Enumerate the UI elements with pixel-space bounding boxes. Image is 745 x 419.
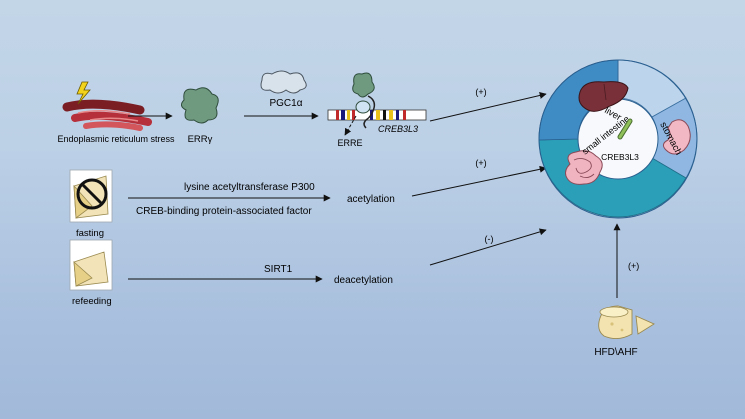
acetylation-effect-sign: (+) bbox=[475, 158, 486, 168]
p300-label: lysine acetyltransferase P300 bbox=[184, 182, 315, 193]
sirt1-label: SIRT1 bbox=[264, 264, 293, 275]
erry-protein-icon bbox=[180, 87, 219, 124]
center-label: CREB3L3 bbox=[601, 152, 639, 162]
creb3l3-gene-label: CREB3L3 bbox=[378, 124, 418, 134]
hfd-cheese-icon bbox=[598, 305, 655, 339]
refeeding-label: refeeding bbox=[72, 296, 112, 307]
stomach-icon bbox=[662, 119, 691, 155]
er-stress-label: Endoplasmic reticulum stress bbox=[57, 134, 175, 144]
fasting-label: fasting bbox=[76, 228, 104, 239]
deacetylation-effect-sign: (-) bbox=[485, 234, 494, 244]
arrow-acetylation-to-ring bbox=[411, 165, 547, 197]
fasting-panel bbox=[69, 169, 113, 223]
creb3l3-gene-icon bbox=[327, 109, 427, 121]
gene-effect-sign: (+) bbox=[475, 87, 486, 97]
small-intestine-icon bbox=[565, 150, 603, 185]
deacetylation-label: deacetylation bbox=[334, 275, 393, 286]
transcription-factor-icon bbox=[352, 72, 376, 129]
arrow-gene-to-ring bbox=[429, 92, 547, 122]
hfd-effect-sign: (+) bbox=[628, 261, 639, 271]
erre-label: ERRE bbox=[337, 138, 362, 148]
arrow-deacetylation-to-ring bbox=[429, 228, 547, 266]
creb3l3-protein-icon bbox=[617, 118, 633, 140]
hfd-label: HFD\AHF bbox=[594, 347, 637, 358]
liver-icon bbox=[578, 81, 629, 112]
lightning-icon bbox=[76, 81, 91, 105]
er-stress-icon bbox=[62, 99, 152, 131]
pgc1a-protein-icon bbox=[260, 70, 307, 94]
refeeding-panel bbox=[69, 239, 113, 291]
pcaf-label: CREB-binding protein-associated factor bbox=[136, 206, 312, 217]
acetylation-label: acetylation bbox=[347, 194, 395, 205]
prohibited-icon bbox=[76, 178, 108, 210]
erre-pointer bbox=[344, 115, 357, 136]
ring-outline bbox=[538, 59, 698, 219]
pgc1a-label: PGC1α bbox=[269, 98, 302, 109]
erry-label: ERRγ bbox=[188, 134, 213, 145]
